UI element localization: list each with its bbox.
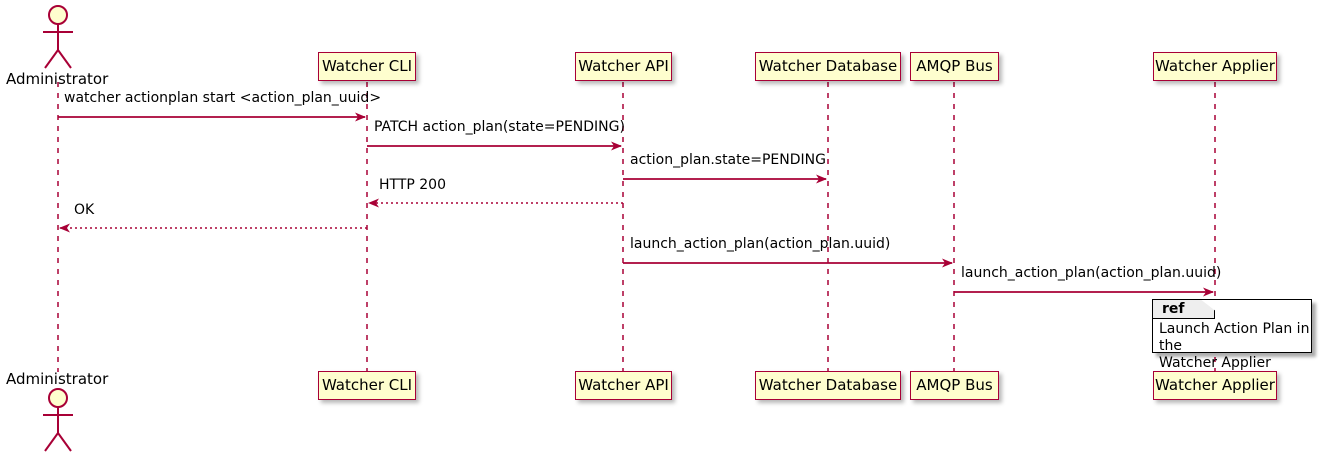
- participant-label: Watcher Database: [758, 57, 898, 75]
- participant-label: Watcher Applier: [1155, 376, 1275, 394]
- ref-fragment[interactable]: ref Launch Action Plan in the Watcher Ap…: [1152, 299, 1312, 371]
- participant-watcher-cli-top[interactable]: Watcher CLI: [318, 52, 416, 81]
- participant-amqp-bus-bottom[interactable]: AMQP Bus: [910, 371, 999, 400]
- participant-label: AMQP Bus: [916, 376, 993, 394]
- participant-watcher-cli-bottom[interactable]: Watcher CLI: [318, 371, 416, 400]
- actor-label-administrator-bottom: Administrator: [6, 370, 109, 388]
- participant-amqp-bus-top[interactable]: AMQP Bus: [910, 52, 999, 81]
- message-label-m7: launch_action_plan(action_plan.uuid): [961, 265, 1222, 281]
- participant-watcher-database-top[interactable]: Watcher Database: [755, 52, 901, 81]
- message-label-m6: launch_action_plan(action_plan.uuid): [630, 236, 891, 252]
- ref-fragment-tab-label: ref: [1153, 300, 1215, 319]
- message-label-m4: HTTP 200: [379, 177, 446, 193]
- message-arrows-group: [58, 112, 1214, 297]
- message-label-m1: watcher actionplan start <action_plan_uu…: [64, 90, 382, 106]
- participant-label: Watcher CLI: [321, 57, 413, 75]
- actor-label-administrator-top: Administrator: [6, 70, 109, 88]
- message-label-m2: PATCH action_plan(state=PENDING): [374, 119, 625, 135]
- actor-figure-top: [43, 5, 73, 69]
- lifelines-group: [57, 82, 1216, 372]
- participant-watcher-applier-top[interactable]: Watcher Applier: [1153, 52, 1277, 81]
- participant-label: AMQP Bus: [916, 57, 993, 75]
- ref-fragment-text: Launch Action Plan in the Watcher Applie…: [1159, 321, 1310, 371]
- participant-watcher-api-bottom[interactable]: Watcher API: [575, 371, 672, 400]
- participant-label: Watcher Database: [758, 376, 898, 394]
- message-label-m5: OK: [74, 202, 95, 218]
- participant-label: Watcher CLI: [321, 376, 413, 394]
- actor-figure-bottom: [43, 388, 73, 452]
- participant-watcher-applier-bottom[interactable]: Watcher Applier: [1153, 371, 1277, 400]
- message-label-m3: action_plan.state=PENDING: [630, 152, 826, 168]
- participant-label: Watcher API: [578, 57, 669, 75]
- participant-label: Watcher Applier: [1155, 57, 1275, 75]
- participant-watcher-api-top[interactable]: Watcher API: [575, 52, 672, 81]
- participant-label: Watcher API: [578, 376, 669, 394]
- participant-watcher-database-bottom[interactable]: Watcher Database: [755, 371, 901, 400]
